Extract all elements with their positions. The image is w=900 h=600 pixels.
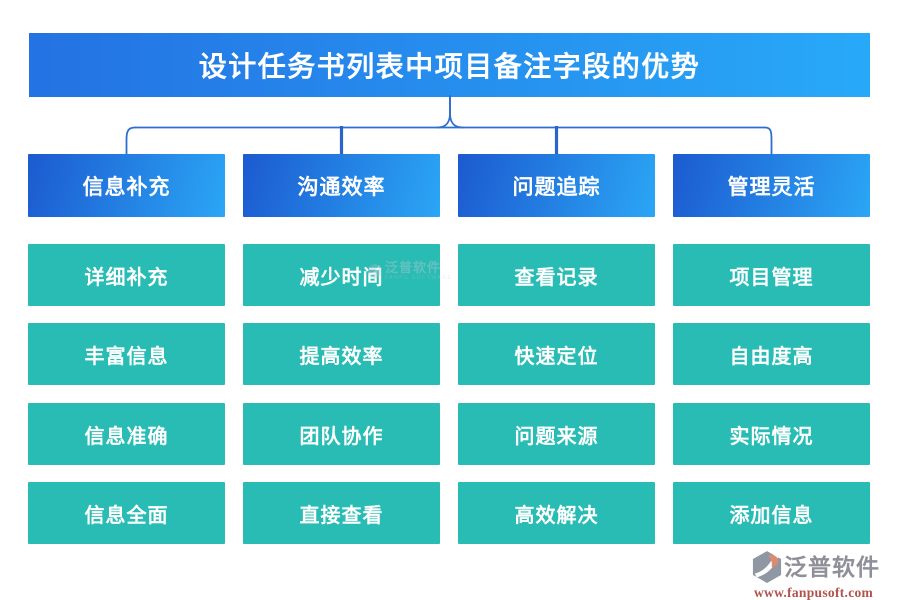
branch-header-info-supplement: 信息补充 [28, 154, 225, 217]
benefit-item: 问题来源 [458, 403, 655, 465]
benefit-item: 自由度高 [673, 323, 870, 385]
benefit-item: 添加信息 [673, 482, 870, 544]
benefit-item: 详细补充 [28, 244, 225, 306]
footer-brand-text: 泛普软件 [784, 553, 880, 580]
benefit-item: 直接查看 [243, 482, 440, 544]
benefit-item: 提高效率 [243, 323, 440, 385]
benefit-item: 项目管理 [673, 244, 870, 306]
footer-url-text: www.fanpusoft.com [754, 585, 874, 600]
benefit-item: 信息准确 [28, 403, 225, 465]
benefit-item: 减少时间 [243, 244, 440, 306]
footer-brand-logo: 泛普软件 www.fanpusoft.com [752, 550, 884, 600]
benefit-item: 实际情况 [673, 403, 870, 465]
benefit-item: 信息全面 [28, 482, 225, 544]
benefit-item: 团队协作 [243, 403, 440, 465]
page-title: 设计任务书列表中项目备注字段的优势 [29, 33, 870, 97]
branch-header-management-flexibility: 管理灵活 [673, 154, 870, 217]
fanpu-logo-icon [752, 551, 782, 583]
branch-header-communication-efficiency: 沟通效率 [243, 154, 440, 217]
benefit-item: 查看记录 [458, 244, 655, 306]
branch-header-issue-tracking: 问题追踪 [458, 154, 655, 217]
benefit-item: 丰富信息 [28, 323, 225, 385]
benefit-item: 高效解决 [458, 482, 655, 544]
benefit-item: 快速定位 [458, 323, 655, 385]
